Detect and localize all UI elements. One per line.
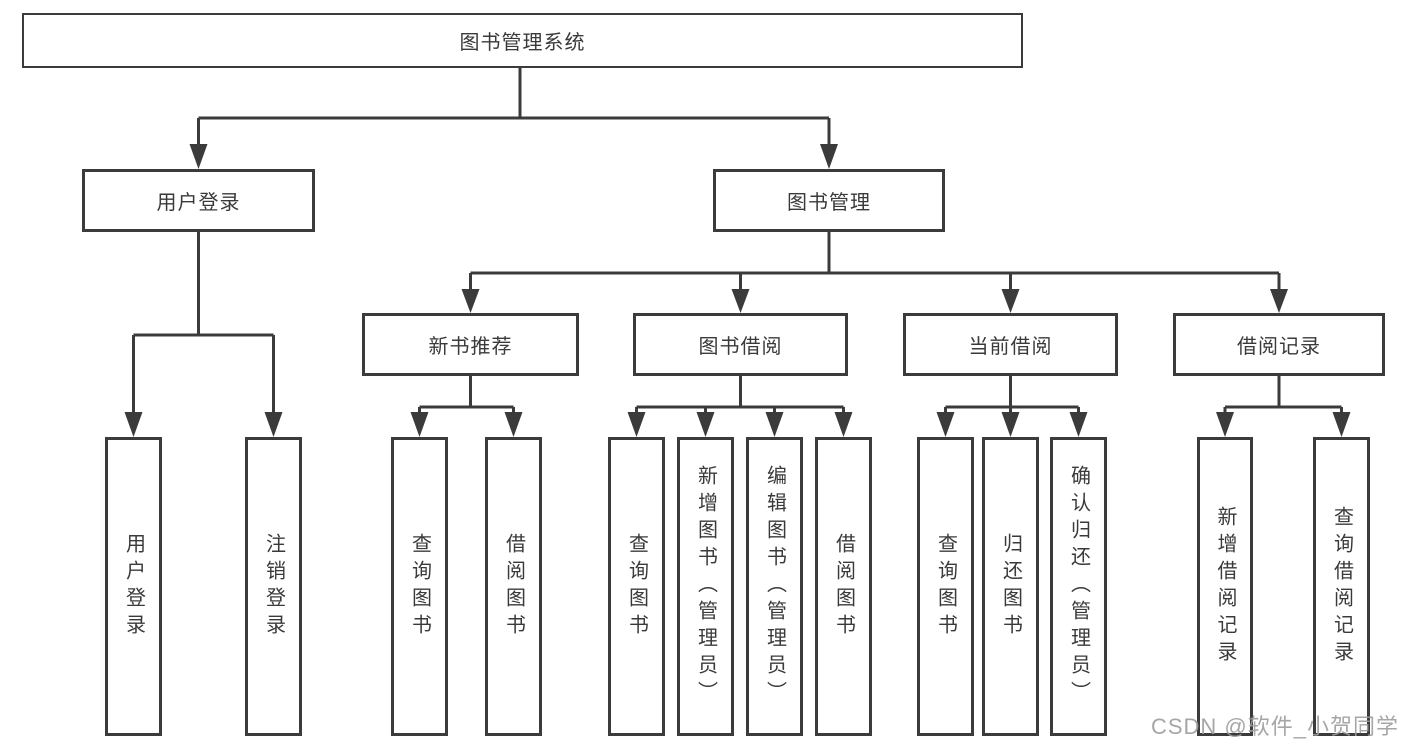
node-new-book-recommend: 新书推荐 <box>362 313 579 376</box>
leaf-confirm-return-admin: 确认归还（管理员） <box>1050 437 1107 736</box>
leaf-query-book-1: 查询图书 <box>391 437 448 736</box>
node-library-system: 图书管理系统 <box>22 13 1023 68</box>
leaf-edit-book-admin: 编辑图书（管理员） <box>746 437 803 736</box>
node-book-borrow-label: 图书借阅 <box>698 336 783 358</box>
csdn-watermark: CSDN @软件_小贺同学 <box>1150 714 1399 739</box>
leaf-query-borrow-record: 查询借阅记录 <box>1313 437 1370 736</box>
leaf-query-book-1-label: 查询图书 <box>408 532 431 641</box>
node-borrow-record-label: 借阅记录 <box>1237 336 1321 358</box>
node-book-management-label: 图书管理 <box>787 192 871 214</box>
node-current-borrow: 当前借阅 <box>903 313 1118 376</box>
node-book-borrow: 图书借阅 <box>633 313 848 376</box>
leaf-return-book-label: 归还图书 <box>999 532 1022 641</box>
leaf-add-borrow-record: 新增借阅记录 <box>1197 437 1253 736</box>
node-user-login: 用户登录 <box>82 169 315 232</box>
leaf-user-login: 用户登录 <box>105 437 162 736</box>
leaf-borrow-book-1: 借阅图书 <box>485 437 542 736</box>
leaf-edit-book-admin-label: 编辑图书（管理员） <box>763 465 786 708</box>
leaf-query-book-3: 查询图书 <box>917 437 974 736</box>
leaf-add-book-admin: 新增图书（管理员） <box>677 437 734 736</box>
leaf-add-borrow-record-label: 新增借阅记录 <box>1214 505 1236 668</box>
leaf-borrow-book-2-label: 借阅图书 <box>832 532 855 641</box>
leaf-return-book: 归还图书 <box>982 437 1039 736</box>
leaf-confirm-return-admin-label: 确认归还（管理员） <box>1067 465 1090 708</box>
leaf-query-book-2-label: 查询图书 <box>625 532 648 641</box>
leaf-logout-label: 注销登录 <box>262 532 285 641</box>
node-library-system-label: 图书管理系统 <box>459 32 586 54</box>
leaf-query-book-3-label: 查询图书 <box>934 532 957 641</box>
leaf-add-book-admin-label: 新增图书（管理员） <box>694 465 717 708</box>
leaf-query-borrow-record-label: 查询借阅记录 <box>1330 505 1353 668</box>
leaf-logout: 注销登录 <box>245 437 302 736</box>
node-borrow-record: 借阅记录 <box>1173 313 1385 376</box>
node-book-management: 图书管理 <box>713 169 945 232</box>
node-user-login-label: 用户登录 <box>156 192 241 214</box>
node-new-book-recommend-label: 新书推荐 <box>428 336 513 358</box>
leaf-borrow-book-1-label: 借阅图书 <box>502 532 525 641</box>
leaf-query-book-2: 查询图书 <box>608 437 665 736</box>
node-current-borrow-label: 当前借阅 <box>968 336 1053 358</box>
leaf-user-login-label: 用户登录 <box>122 532 145 641</box>
leaf-borrow-book-2: 借阅图书 <box>815 437 872 736</box>
